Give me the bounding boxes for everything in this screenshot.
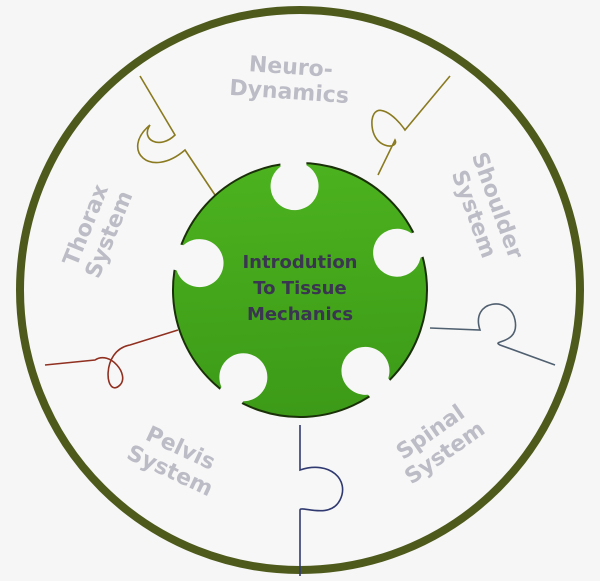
divider-top-right [371, 75, 451, 176]
center-piece[interactable] [167, 157, 434, 424]
segment-label-neuro-dynamics[interactable]: Neuro- Dynamics [228, 51, 351, 109]
divider-bottom [299, 425, 344, 576]
center-title-line: Mechanics [246, 304, 354, 325]
divider-top-left [137, 75, 216, 196]
divider-lines [44, 75, 556, 576]
divider-right [429, 303, 556, 366]
divider-left [44, 329, 179, 389]
center-title-line: To Tissue [253, 278, 347, 299]
center-title-line: Introdution [242, 252, 358, 273]
center-title: Introdution To Tissue Mechanics [200, 250, 400, 328]
